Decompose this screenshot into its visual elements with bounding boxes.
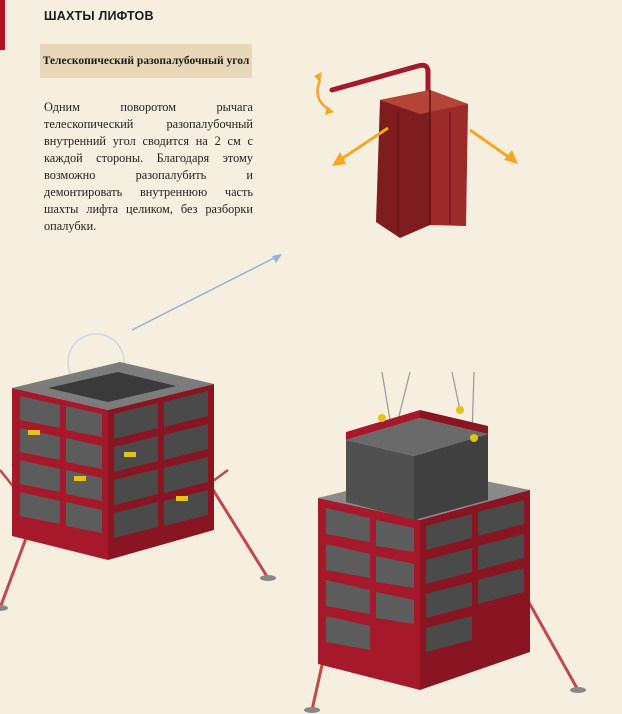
- corner-right-face: [430, 90, 468, 226]
- callout-line: [131, 255, 279, 331]
- subtitle-box: Телескопический разопалубочный угол: [40, 44, 252, 78]
- section-header: ШАХТЫ ЛИФТОВ: [44, 9, 154, 23]
- corner-left-face: [376, 90, 430, 238]
- arrow-right-icon: [469, 128, 511, 160]
- arrow-left-icon: [339, 126, 389, 162]
- corner-top-face: [380, 90, 468, 114]
- accent-bar: [0, 0, 5, 50]
- description-text: Одним поворотом рычага телескопический р…: [44, 100, 253, 233]
- lever-handle: [329, 62, 431, 95]
- subtitle-text: Телескопический разопалубочный угол: [42, 55, 250, 67]
